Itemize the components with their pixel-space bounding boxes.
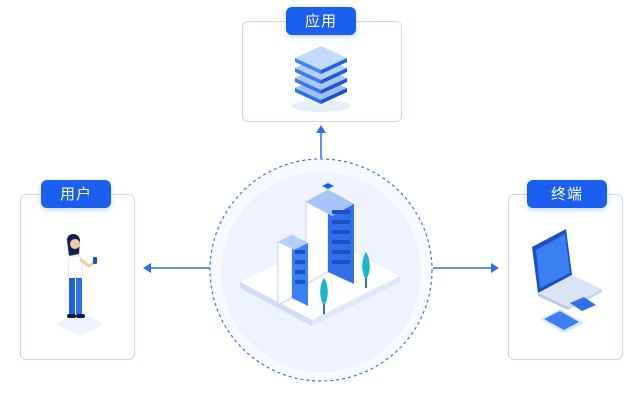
user-label: 用户 [41,180,111,208]
app-label: 应用 [286,7,356,35]
arrow-head-app [316,125,326,133]
arrow-head-terminal [491,263,499,273]
arrow-head-user [143,263,151,273]
terminal-label: 终端 [527,180,607,208]
city-buildings-platform-icon [240,183,400,326]
server-stack-icon [291,46,351,112]
person-with-phone-icon [55,234,105,336]
laptop-and-devices-icon [532,229,602,333]
